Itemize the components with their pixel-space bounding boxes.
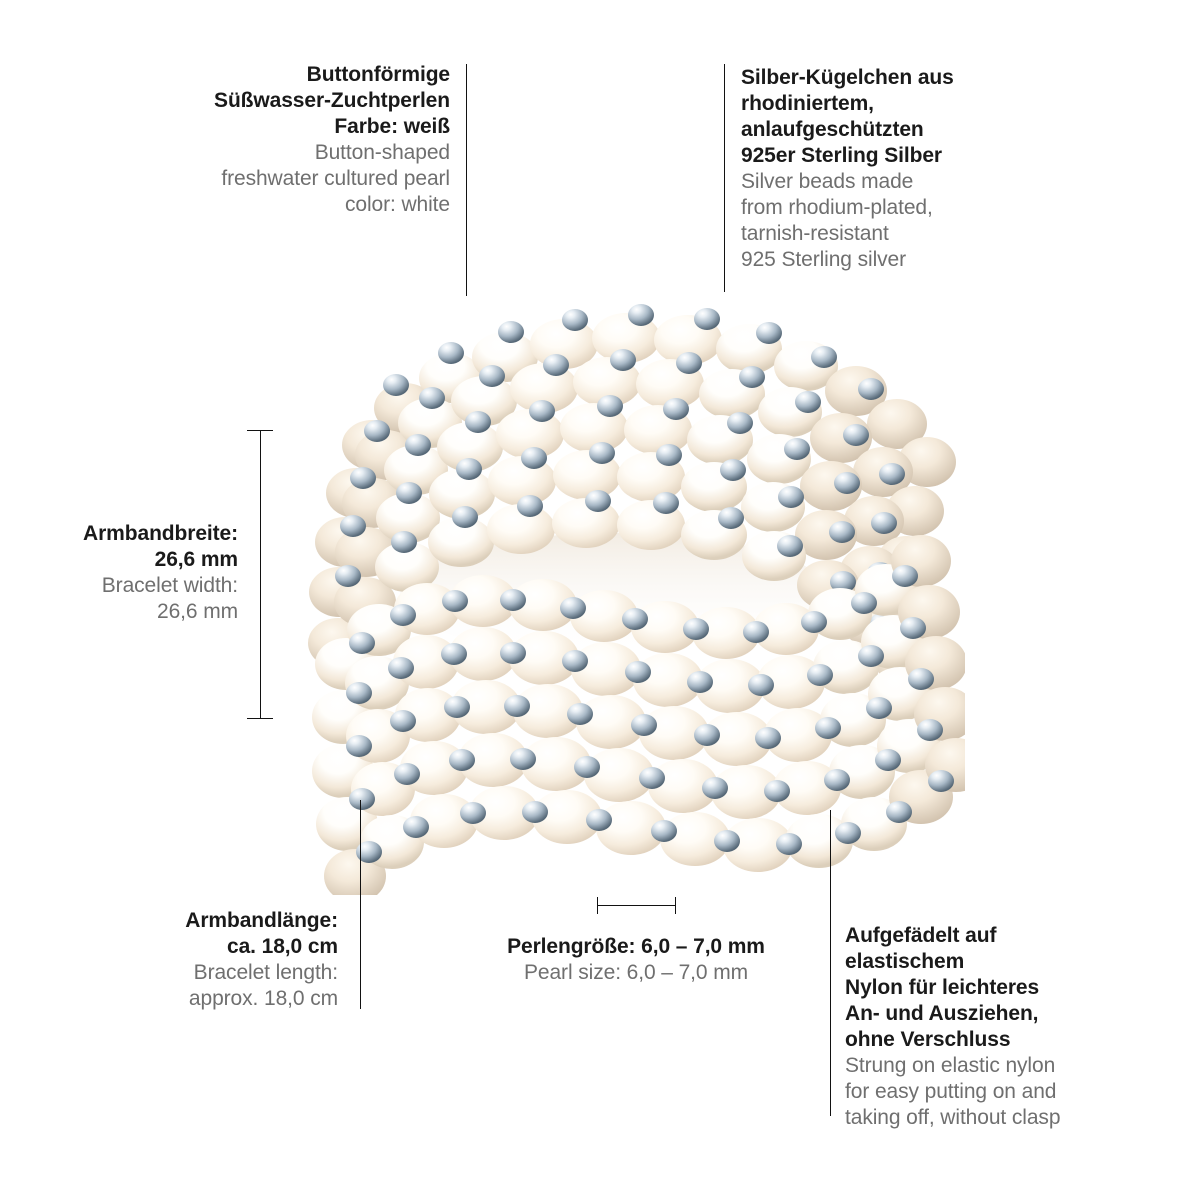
bracelet-width-de-line-2: 26,6 mm — [154, 548, 238, 571]
stringing-de-line-2: elastischem — [845, 950, 965, 973]
bracelet-length-de-line-1: Armbandlänge: — [185, 909, 338, 932]
pearl-size-en-line-1: Pearl size: 6,0 – 7,0 mm — [523, 961, 749, 984]
stringing-en-line-3: taking off, without clasp — [845, 1106, 1061, 1129]
pearl-size-dimension-cap-right — [675, 897, 676, 914]
leader-line-silver-beads — [724, 64, 725, 292]
pearl-type-en-line-2: freshwater cultured pearl — [221, 167, 450, 190]
stringing-de-line-1: Aufgefädelt auf — [845, 924, 997, 947]
bracelet-length-en-line-2: approx. 18,0 cm — [188, 987, 338, 1010]
pearl-type-en-line-3: color: white — [344, 193, 450, 216]
annotation-bracelet-length: Armbandlänge: ca. 18,0 cm Bracelet lengt… — [120, 908, 338, 1012]
silver-beads-de-line-1: Silber-Kügelchen aus — [741, 66, 954, 89]
bracelet-width-de-line-1: Armbandbreite: — [83, 522, 238, 545]
pearl-type-de-line-3: Farbe: weiß — [334, 115, 450, 138]
product-image-bracelet — [255, 265, 965, 895]
silver-beads-de-line-3: anlaufgeschützten — [741, 118, 924, 141]
pearl-size-de-line-1: Perlengröße: 6,0 – 7,0 mm — [507, 935, 765, 958]
annotation-pearl-type: Buttonförmige Süßwasser-Zuchtperlen Farb… — [150, 62, 450, 218]
leader-line-stringing — [830, 810, 831, 1116]
pearl-size-dimension-bar — [597, 905, 676, 906]
bracelet-width-en-line-1: Bracelet width: — [101, 574, 238, 597]
bracelet-width-en-line-2: 26,6 mm — [157, 600, 238, 623]
width-dimension-bar — [260, 430, 261, 719]
annotation-bracelet-width: Armbandbreite: 26,6 mm Bracelet width: 2… — [20, 521, 238, 625]
pearl-type-de-line-2: Süßwasser-Zuchtperlen — [214, 89, 450, 112]
width-dimension-cap-bottom — [247, 718, 273, 719]
leader-line-pearl-type — [466, 64, 467, 296]
silver-beads-en-line-2: from rhodium-plated, — [741, 196, 933, 219]
bracelet-length-en-line-1: Bracelet length: — [193, 961, 338, 984]
stringing-en-line-2: for easy putting on and — [845, 1080, 1057, 1103]
stringing-de-line-3: Nylon für leichteres — [845, 976, 1040, 999]
silver-beads-en-line-3: tarnish-resistant — [741, 222, 889, 245]
annotation-silver-beads: Silber-Kügelchen aus rhodiniertem, anlau… — [741, 65, 1051, 273]
stringing-en-line-1: Strung on elastic nylon — [845, 1054, 1056, 1077]
annotation-pearl-size: Perlengröße: 6,0 – 7,0 mm Pearl size: 6,… — [456, 934, 816, 986]
silver-beads-en-line-1: Silver beads made — [741, 170, 914, 193]
silver-beads-en-line-4: 925 Sterling silver — [741, 248, 907, 271]
pearl-type-de-line-1: Buttonförmige — [306, 63, 450, 86]
silver-beads-de-line-2: rhodiniertem, — [741, 92, 874, 115]
stringing-de-line-4: An- und Ausziehen, — [845, 1002, 1039, 1025]
silver-beads-de-line-4: 925er Sterling Silber — [741, 144, 942, 167]
bracelet-length-de-line-2: ca. 18,0 cm — [227, 935, 338, 958]
leader-line-bracelet-length — [360, 800, 361, 1009]
pearl-type-en-line-1: Button-shaped — [314, 141, 450, 164]
stringing-de-line-5: ohne Verschluss — [845, 1028, 1011, 1051]
width-dimension-cap-top — [247, 430, 273, 431]
annotation-stringing: Aufgefädelt auf elastischem Nylon für le… — [845, 923, 1145, 1131]
pearl-size-dimension-cap-left — [597, 897, 598, 914]
